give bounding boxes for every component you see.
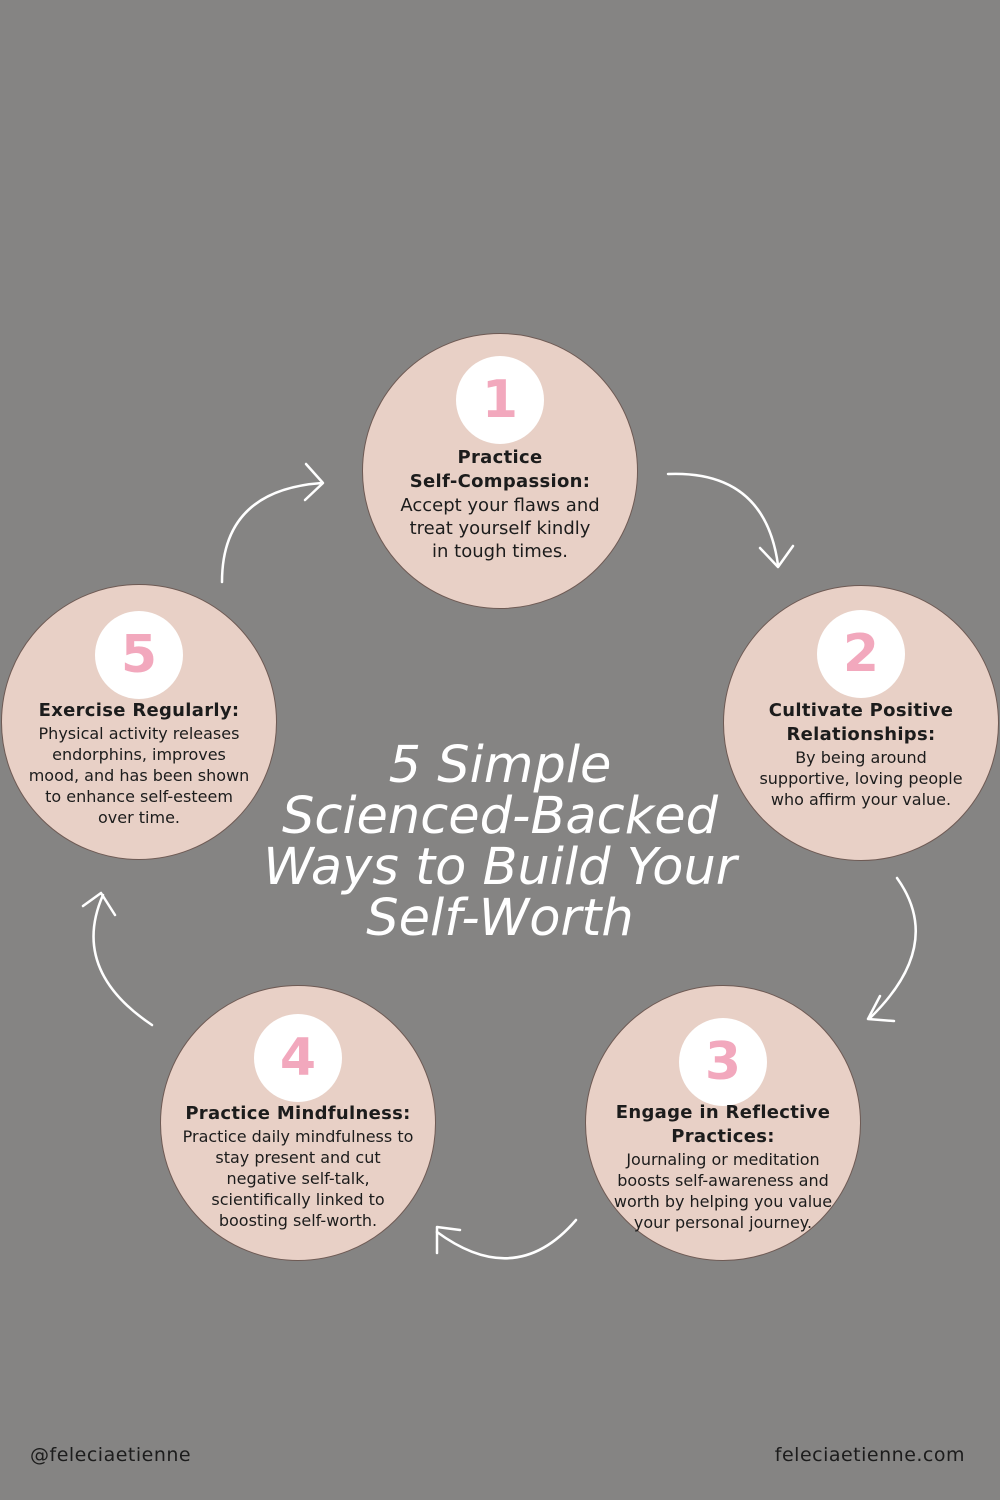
step-5-title-line-1: Exercise Regularly: bbox=[38, 700, 240, 721]
title-line-3: Ways to Build Your bbox=[263, 838, 737, 897]
footer-website: feleciaetienne.com bbox=[774, 1444, 965, 1466]
step-1-desc-line-1: Accept your flaws and bbox=[400, 495, 600, 516]
step-2-number: 2 bbox=[817, 610, 905, 698]
step-3-desc-line-4: your personal journey. bbox=[633, 1213, 813, 1232]
step-1-circle: 1 Practice Self-Compassion: Accept your … bbox=[362, 333, 638, 609]
step-5-content: Exercise Regularly: Physical activity re… bbox=[16, 699, 262, 828]
arrow-5-to-1 bbox=[220, 481, 324, 584]
step-3-title-line-1: Engage in Reflective bbox=[615, 1102, 831, 1123]
step-2-desc-line-3: who affirm your value. bbox=[770, 790, 952, 809]
step-5-desc-line-2: endorphins, improves bbox=[52, 745, 226, 764]
step-3-desc-line-1: Journaling or meditation bbox=[626, 1150, 820, 1169]
step-4-number: 4 bbox=[254, 1014, 342, 1102]
step-4-content: Practice Mindfulness: Practice daily min… bbox=[173, 1102, 423, 1231]
arrow-2-to-3 bbox=[868, 876, 917, 1020]
title-line-2: Scienced-Backed bbox=[281, 787, 719, 846]
step-3-content: Engage in Reflective Practices: Journali… bbox=[598, 1101, 848, 1233]
step-4-desc-line-4: scientifically linked to bbox=[211, 1190, 385, 1209]
step-4-title-line-1: Practice Mindfulness: bbox=[185, 1103, 411, 1124]
step-3-desc-line-3: worth by helping you value bbox=[613, 1192, 833, 1211]
arrow-4-to-5 bbox=[92, 893, 154, 1027]
step-5-number: 5 bbox=[95, 611, 183, 699]
step-1-content: Practice Self-Compassion: Accept your fl… bbox=[385, 446, 615, 563]
step-3-number: 3 bbox=[679, 1018, 767, 1106]
step-5-desc-line-3: mood, and has been shown bbox=[28, 766, 250, 785]
page-title: 5 Simple Scienced-Backed Ways to Build Y… bbox=[230, 740, 770, 944]
step-1-number: 1 bbox=[456, 356, 544, 444]
step-5-desc-line-4: to enhance self-esteem bbox=[45, 787, 233, 806]
step-1-desc-line-3: in tough times. bbox=[432, 541, 568, 562]
step-5-circle: 5 Exercise Regularly: Physical activity … bbox=[1, 584, 277, 860]
arrow-3-to-4 bbox=[435, 1218, 578, 1260]
arrowhead-4-to-5 bbox=[81, 891, 117, 917]
step-4-desc-line-1: Practice daily mindfulness to bbox=[182, 1127, 414, 1146]
step-1-desc-line-2: treat yourself kindly bbox=[409, 518, 591, 539]
step-1-title-line-1: Practice bbox=[457, 447, 543, 468]
step-4-desc-line-3: negative self-talk, bbox=[226, 1169, 370, 1188]
step-4-desc-line-5: boosting self-worth. bbox=[218, 1211, 378, 1230]
step-5-desc-line-5: over time. bbox=[98, 808, 180, 827]
arrowhead-1-to-2 bbox=[758, 544, 795, 569]
step-2-content: Cultivate Positive Relationships: By bei… bbox=[740, 699, 982, 810]
step-2-title-line-1: Cultivate Positive bbox=[768, 700, 954, 721]
arrowhead-5-to-1 bbox=[303, 462, 325, 502]
step-1-title-line-2: Self-Compassion: bbox=[409, 471, 591, 492]
title-line-1: 5 Simple bbox=[388, 736, 612, 795]
step-3-title-line-2: Practices: bbox=[671, 1126, 775, 1147]
arrow-1-to-2 bbox=[666, 472, 780, 567]
step-5-desc-line-1: Physical activity releases bbox=[38, 724, 240, 743]
step-3-circle: 3 Engage in Reflective Practices: Journa… bbox=[585, 985, 861, 1261]
step-2-title-line-2: Relationships: bbox=[786, 724, 936, 745]
step-2-desc-line-1: By being around bbox=[795, 748, 927, 767]
footer-handle: @feleciaetienne bbox=[30, 1444, 192, 1466]
step-4-desc-line-2: stay present and cut bbox=[215, 1148, 381, 1167]
arrowhead-2-to-3 bbox=[866, 994, 896, 1023]
title-line-4: Self-Worth bbox=[366, 889, 634, 948]
step-2-circle: 2 Cultivate Positive Relationships: By b… bbox=[723, 585, 999, 861]
step-2-desc-line-2: supportive, loving people bbox=[759, 769, 963, 788]
step-4-circle: 4 Practice Mindfulness: Practice daily m… bbox=[160, 985, 436, 1261]
arrowhead-3-to-4 bbox=[435, 1225, 462, 1255]
step-3-desc-line-2: boosts self-awareness and bbox=[617, 1171, 829, 1190]
